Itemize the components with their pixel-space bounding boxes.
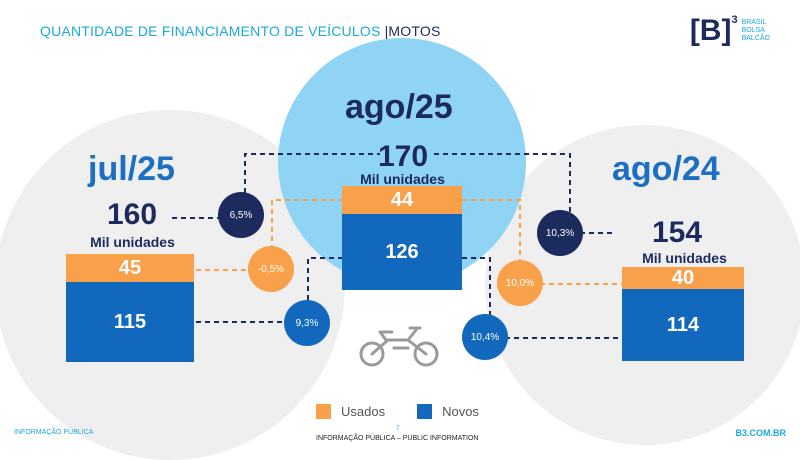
unit-ago24: Mil unidades	[642, 250, 727, 266]
unit-ago25: Mil unidades	[360, 171, 445, 187]
usados-ago24: 40	[622, 267, 744, 289]
change-total-yoy: 10,3%	[537, 210, 583, 256]
legend-swatch-novos	[417, 404, 433, 419]
change-usados-yoy: 10,0%	[497, 260, 543, 306]
connector-lines	[172, 153, 622, 339]
change-novos-mom: 9,3%	[284, 300, 330, 346]
usados-jul25: 45	[66, 254, 194, 282]
change-total-mom: 6,5%	[218, 192, 264, 238]
total-ago25: 170	[377, 140, 429, 173]
change-usados-mom: -0,5%	[248, 246, 294, 292]
legend: Usados Novos	[316, 404, 479, 419]
page-title: QUANTIDADE DE FINANCIAMENTO DE VEÍCULOS …	[40, 23, 441, 39]
footer-left: INFORMAÇÃO PÚBLICA	[14, 429, 94, 436]
period-label-ago25: ago/25	[345, 88, 453, 126]
footer-center: INFORMAÇÃO PÚBLICA – PUBLIC INFORMATION	[316, 435, 479, 442]
change-novos-yoy: 10,4%	[462, 314, 508, 360]
page-number: 7	[396, 426, 400, 432]
novos-jul25: 115	[66, 282, 194, 362]
total-ago24: 154	[651, 216, 703, 249]
motorcycle-icon	[359, 326, 439, 367]
novos-ago24: 114	[622, 289, 744, 361]
unit-jul25: Mil unidades	[90, 234, 175, 250]
novos-ago25: 126	[342, 214, 462, 290]
usados-ago25: 44	[342, 186, 462, 214]
total-jul25: 160	[106, 198, 158, 231]
period-label-jul25: jul/25	[88, 150, 175, 188]
period-label-ago24: ago/24	[612, 150, 720, 188]
legend-item-novos: Novos	[417, 404, 479, 419]
legend-swatch-usados	[316, 404, 331, 419]
footer-right[interactable]: B3.COM.BR	[735, 428, 786, 438]
legend-item-usados: Usados	[316, 404, 385, 419]
